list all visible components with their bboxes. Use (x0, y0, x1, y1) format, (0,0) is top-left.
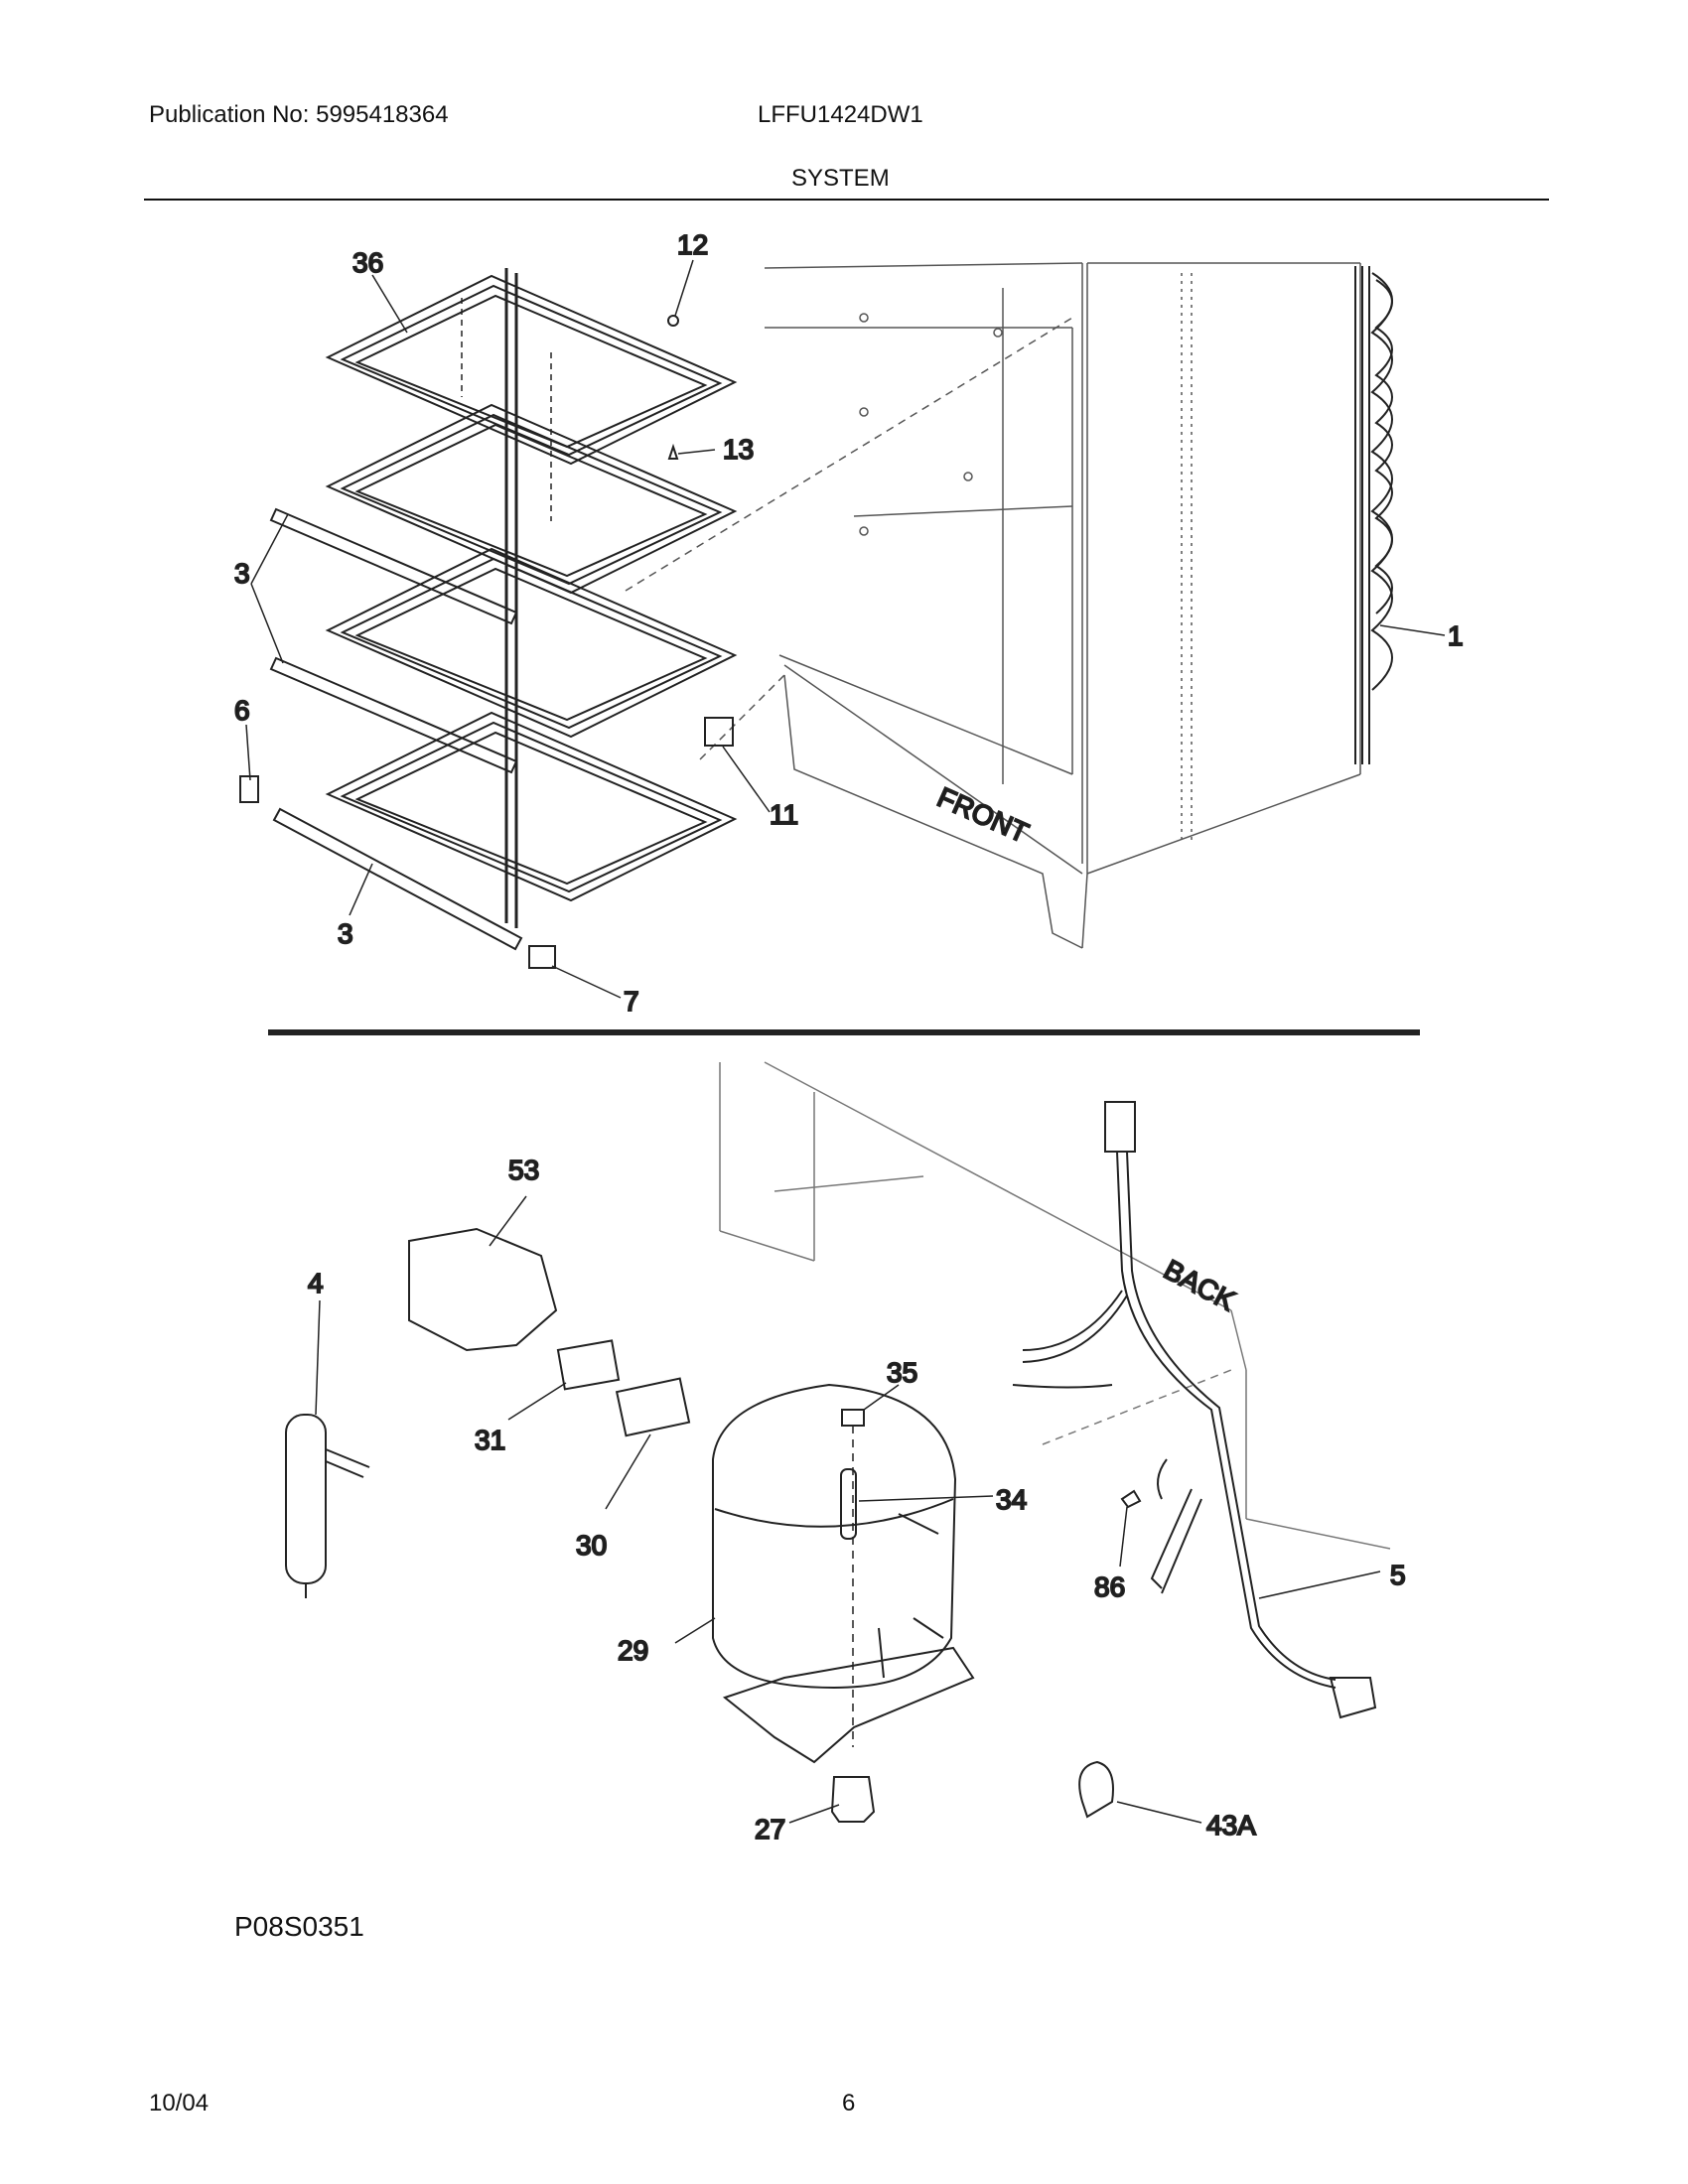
back-label: BACK (1159, 1254, 1240, 1316)
callout-53: 53 (508, 1155, 539, 1185)
page-number: 6 (842, 2090, 856, 2116)
cord-clamp (1078, 1760, 1114, 1819)
front-label: FRONT (933, 781, 1034, 849)
callout-36: 36 (352, 247, 383, 278)
callout-4: 4 (308, 1268, 324, 1298)
section-title: SYSTEM (791, 165, 890, 192)
cabinet-back-outline (719, 1061, 1391, 1550)
shelf-supports (269, 507, 523, 951)
callout-34: 34 (996, 1484, 1027, 1515)
model-number: LFFU1424DW1 (758, 101, 923, 128)
grommet-12 (667, 315, 679, 327)
callout-31: 31 (475, 1425, 505, 1455)
upper-leaders (245, 259, 1446, 999)
power-cord-harness (1012, 1101, 1377, 1719)
footer-date: 10/04 (149, 2090, 210, 2116)
grommet-27 (830, 1776, 876, 1823)
evaporator-shelf (325, 547, 738, 739)
callout-3: 3 (234, 558, 250, 589)
callout-30: 30 (576, 1530, 607, 1561)
cabinet-outline (625, 262, 1361, 949)
callout-86: 86 (1094, 1571, 1125, 1602)
drawing-code: P08S0351 (234, 1911, 364, 1942)
publication-number: Publication No: 5995418364 (149, 101, 449, 128)
evaporator-shelf (325, 403, 738, 595)
screw-13 (667, 443, 679, 460)
drier (285, 1414, 370, 1598)
evaporator-shelf (325, 711, 738, 902)
callout-1: 1 (1448, 620, 1464, 651)
callout-29: 29 (618, 1635, 648, 1666)
evaporator-shelves (325, 268, 738, 928)
header-rule (144, 199, 1549, 201)
bracket-11 (704, 717, 734, 747)
clip-7 (528, 945, 556, 969)
clip-6 (239, 775, 259, 803)
lower-leaders (315, 1195, 1381, 1824)
relay (556, 1339, 621, 1391)
overload-protector (615, 1377, 691, 1437)
callout-3: 3 (338, 918, 353, 949)
screw-86 (1120, 1489, 1142, 1509)
relay-cover (408, 1227, 558, 1352)
callout-6: 6 (234, 695, 250, 726)
callout-35: 35 (887, 1357, 917, 1388)
compressor (712, 1383, 975, 1764)
callout-27: 27 (755, 1814, 785, 1844)
callout-7: 7 (624, 986, 639, 1017)
condenser-coil (1354, 266, 1393, 764)
evaporator-shelf (325, 274, 738, 466)
callout-43a: 43A (1206, 1810, 1256, 1841)
callout-5: 5 (1390, 1560, 1406, 1590)
callout-12: 12 (677, 229, 708, 260)
callout-11: 11 (770, 799, 798, 830)
callout-13: 13 (723, 434, 754, 465)
